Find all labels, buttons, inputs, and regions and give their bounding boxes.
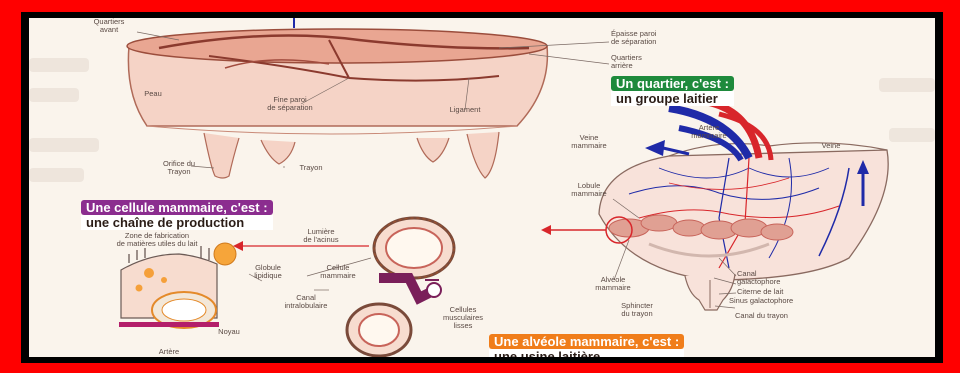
- label-canal-trayon: Canal du trayon: [735, 312, 815, 320]
- label-orifice-trayon: Orifice du Trayon: [149, 160, 209, 176]
- label-artere: Artère: [149, 348, 189, 356]
- label-fine-paroi: Fine paroi de séparation: [255, 96, 325, 112]
- label-quartiers-arriere: Quartiers arrière: [611, 54, 681, 70]
- label-lumiere-acinus: Lumière de l'acinus: [291, 228, 351, 244]
- banner-cellule: Une cellule mammaire, c'est : une chaîne…: [81, 200, 273, 230]
- banner-alveole-title: Une alvéole mammaire, c'est :: [489, 334, 684, 349]
- label-sphincter-trayon: Sphincter du trayon: [609, 302, 665, 318]
- banner-quartier: Un quartier, c'est : un groupe laitier: [611, 76, 734, 106]
- banner-cellule-title: Une cellule mammaire, c'est :: [81, 200, 273, 215]
- label-citerne-lait: Citerne de lait: [737, 288, 817, 296]
- udder-section: [127, 18, 547, 178]
- banner-alveole-subtitle: une usine laitière: [489, 349, 684, 357]
- diagram-panel: Un quartier, c'est : un groupe laitier U…: [29, 18, 935, 357]
- label-artere-mammaire: Artère mammaire: [679, 124, 739, 140]
- banner-quartier-subtitle: un groupe laitier: [611, 91, 734, 106]
- label-epaisse-paroi: Épaisse paroi de séparation: [611, 30, 691, 46]
- label-veine: Veine: [811, 142, 851, 150]
- label-ligament: Ligament: [437, 106, 493, 114]
- banner-quartier-title: Un quartier, c'est :: [611, 76, 734, 91]
- label-zone-fabrication: Zone de fabrication de matières utiles d…: [97, 232, 217, 248]
- label-trayon: Trayon: [291, 164, 331, 172]
- label-cellule-mammaire: Cellule mammaire: [313, 264, 363, 280]
- label-lobule-mammaire: Lobule mammaire: [559, 182, 619, 198]
- banner-alveole: Une alvéole mammaire, c'est : une usine …: [489, 334, 684, 357]
- label-globule-lipidique: Globule lipidique: [243, 264, 293, 280]
- label-canal-galactophore: Canal galactophore: [737, 270, 807, 286]
- label-noyau: Noyau: [209, 328, 249, 336]
- label-peau: Peau: [133, 90, 173, 98]
- label-alveole-mammaire: Alvéole mammaire: [583, 276, 643, 292]
- label-quartiers-avant: Quartiers avant: [79, 18, 139, 34]
- label-cellules-musculaires: Cellules musculaires lisses: [433, 306, 493, 330]
- label-sinus-galactophore: Sinus galactophore: [729, 297, 829, 305]
- label-veine-mammaire: Veine mammaire: [559, 134, 619, 150]
- label-canal-intralobulaire: Canal intralobulaire: [271, 294, 341, 310]
- banner-cellule-subtitle: une chaîne de production: [81, 215, 273, 230]
